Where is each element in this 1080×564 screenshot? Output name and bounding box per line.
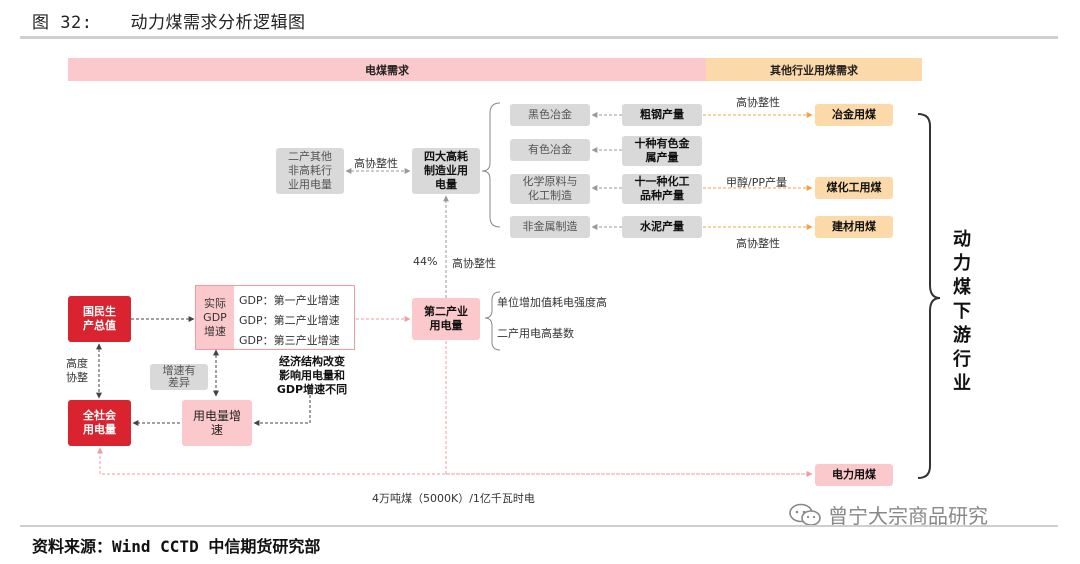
building-material-coal-box: 建材用煤 [815, 216, 893, 238]
product-cement: 水泥产量 [622, 216, 702, 238]
steel-coord-label: 高协整性 [736, 96, 780, 109]
middle-coord-label: 高协整性 [452, 257, 496, 270]
gdp-primary-line: GDP：第一产业增速 [239, 294, 340, 307]
society-power-box: 全社会 用电量 [68, 400, 131, 446]
watermark-text: 曾宁大宗商品研究 [828, 504, 988, 528]
structure-change-note: 经济结构改变 影响用电量和 GDP增速不同 [276, 355, 348, 396]
gdp-growth-group: 实际 GDP 增速 GDP：第一产业增速 GDP：第二产业增速 GDP：第三产业… [195, 285, 355, 350]
product-chemical: 十一种化工 品种产量 [622, 174, 702, 204]
four-high-consumption-box: 四大高耗 制造业用 电量 [412, 148, 480, 194]
wechat-icon [789, 503, 821, 526]
gdp-total-box: 国民生 产总值 [68, 296, 131, 342]
figure-title: 图 32: 动力煤需求分析逻辑图 [32, 8, 305, 33]
gdp-secondary-line: GDP：第二产业增速 [239, 314, 340, 327]
figure-number: 图 32: [32, 13, 93, 33]
metallurgy-coal-box: 冶金用煤 [815, 104, 893, 126]
cement-coord-label: 高协整性 [736, 237, 780, 250]
gdp-tertiary-line: GDP：第三产业增速 [239, 334, 340, 347]
four-high-coord-label: 高协整性 [354, 157, 398, 170]
industry-chemical: 化学原料与 化工制造 [510, 174, 590, 204]
industry-nonmetal: 非金属制造 [510, 216, 590, 238]
power-coal-box: 电力用煤 [815, 464, 893, 486]
secondary-industry-power-box: 第二产业 用电量 [412, 298, 480, 340]
speed-difference-box: 增速有 差异 [150, 364, 208, 390]
methanol-pp-label: 甲醇/PP产量 [726, 176, 787, 189]
product-steel: 粗钢产量 [622, 104, 702, 126]
high-coord-vertical-label: 高度 协整 [66, 357, 88, 384]
conversion-label: 4万吨煤（5000K）/1亿千瓦时电 [372, 492, 535, 505]
downstream-industry-label: 动 力 煤 下 游 行 业 [953, 229, 971, 394]
real-gdp-growth-label: 实际 GDP 增速 [196, 286, 234, 349]
percentage-label: 44% [413, 255, 438, 268]
watermark: 曾宁大宗商品研究 [788, 500, 988, 529]
secondary-base-label: 二产用电高基数 [497, 327, 574, 340]
coal-chemical-box: 煤化工用煤 [815, 177, 893, 199]
unit-intensity-label: 单位增加值耗电强度高 [497, 296, 607, 309]
bottom-rule [20, 525, 1058, 527]
banner-other-industry: 其他行业用煤需求 [706, 58, 922, 81]
industry-nonferrous: 有色冶金 [510, 139, 590, 161]
banner-power-coal: 电煤需求 [68, 58, 706, 81]
product-nonferrous: 十种有色金 属产量 [622, 136, 702, 166]
top-rule [20, 36, 1058, 39]
industry-ferrous: 黑色冶金 [510, 104, 590, 126]
figure-title-text: 动力煤需求分析逻辑图 [130, 13, 306, 33]
power-growth-box: 用电量增 速 [182, 400, 252, 446]
source-note: 资料来源：Wind CCTD 中信期货研究部 [32, 537, 321, 556]
other-secondary-industry-box: 二产其他 非高耗行 业用电量 [276, 148, 344, 194]
